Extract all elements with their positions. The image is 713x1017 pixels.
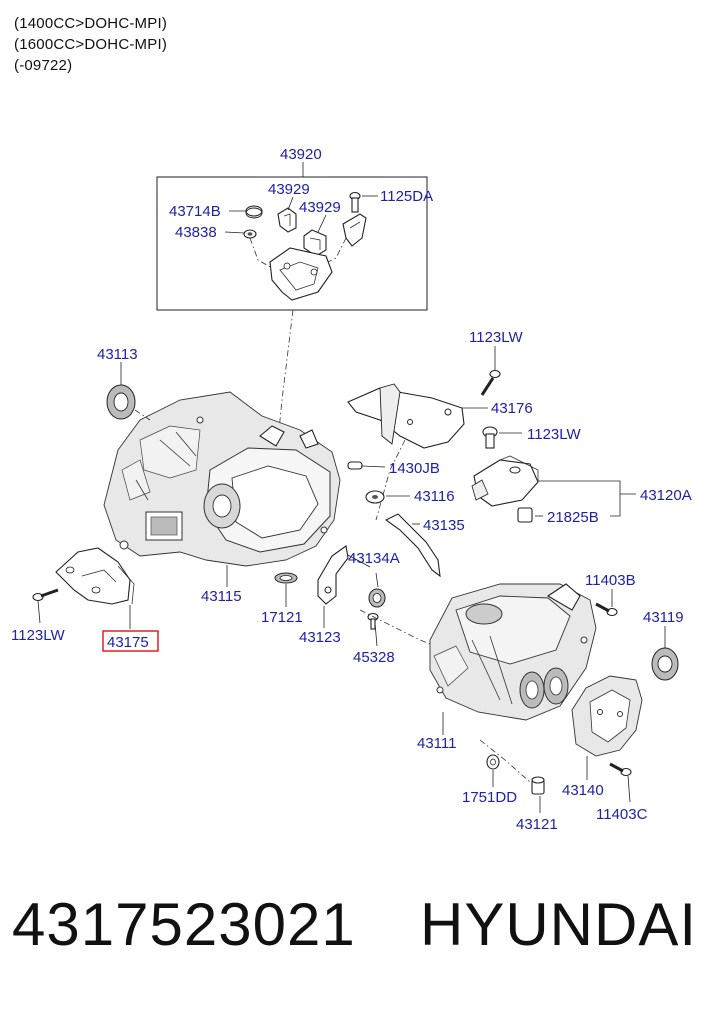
label-43838[interactable]: 43838 [175,224,217,241]
exploded-parts-diagram: 43920 [11,146,692,833]
label-43111[interactable]: 43111 [417,735,457,752]
label-43121[interactable]: 43121 [516,816,558,833]
clip-43929-b [303,229,327,257]
label-45328[interactable]: 45328 [353,649,395,666]
group-label-43920[interactable]: 43920 [280,146,322,163]
spec-line-2: (1600CC>DOHC-MPI) [14,36,168,53]
label-21825B[interactable]: 21825B [547,509,599,526]
seal-43134A [368,588,386,608]
mount-43120A [471,455,539,507]
boot-43116 [365,490,385,504]
spec-line-3: (-09722) [14,57,73,74]
label-43714B[interactable]: 43714B [169,203,221,220]
bolt-1123LW-left [32,588,59,602]
transmission-case-43111 [429,583,597,721]
fork-43134A [317,545,349,605]
bolt-1125DA [342,191,367,247]
label-43134A[interactable]: 43134A [348,550,400,567]
label-43929-a[interactable]: 43929 [268,181,310,198]
bolt-11403C [609,762,632,777]
label-43115[interactable]: 43115 [201,588,242,605]
label-1123LW-left[interactable]: 1123LW [11,627,65,644]
label-43119[interactable]: 43119 [643,609,684,626]
bolt-1123LW-mid [482,426,498,449]
bracket-43175[interactable] [55,547,135,605]
label-11403C[interactable]: 11403C [596,806,648,823]
oil-seal-43113 [106,384,136,420]
oil-seal-43119 [651,647,679,681]
bolt-1123LW-top [480,369,501,396]
clutch-housing-43115 [103,391,341,567]
label-1125DA[interactable]: 1125DA [380,188,433,205]
lever-43135 [384,513,441,578]
label-43123[interactable]: 43123 [299,629,341,646]
label-1123LW-mid[interactable]: 1123LW [527,426,581,443]
label-43135[interactable]: 43135 [423,517,465,534]
nut-43838 [243,229,257,239]
part-number: 4317523021 [12,891,356,958]
label-43175[interactable]: 43175 [107,634,149,651]
label-11403B[interactable]: 11403B [585,572,636,589]
pin-1430JB [347,461,363,470]
gasket-1751DD [486,754,500,770]
bolt-11403B [595,602,618,617]
bolt-45328 [367,612,379,630]
brand-name: HYUNDAI [420,891,698,958]
label-17121[interactable]: 17121 [261,609,303,626]
spec-line-1: (1400CC>DOHC-MPI) [14,15,168,32]
shift-bracket-43920 [269,247,333,301]
clip-43929-a [277,207,297,233]
ring-17121 [274,572,298,584]
group-box-43920 [156,176,428,311]
label-1430JB[interactable]: 1430JB [389,460,440,477]
label-1751DD[interactable]: 1751DD [462,789,517,806]
label-43116[interactable]: 43116 [414,488,455,505]
label-43176[interactable]: 43176 [491,400,533,417]
bracket-43176 [347,383,465,449]
washer-43714B [245,205,263,219]
highlight-box-43175 [102,630,159,652]
label-43929-b[interactable]: 43929 [299,199,341,216]
nut-21825B [517,507,533,523]
label-43140[interactable]: 43140 [562,782,604,799]
label-1123LW-top[interactable]: 1123LW [469,329,523,346]
label-43113[interactable]: 43113 [97,346,138,363]
label-43120A[interactable]: 43120A [640,487,692,504]
cover-43140 [571,675,643,757]
plug-43121 [531,776,545,795]
